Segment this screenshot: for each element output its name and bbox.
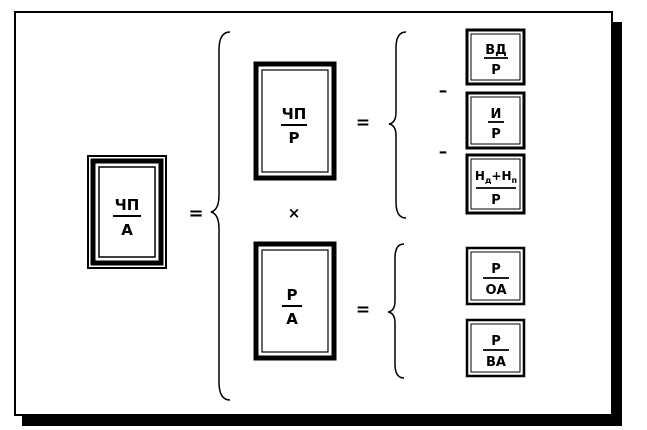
bottom-brace (387, 243, 405, 379)
item-vd-denominator: Р (491, 63, 501, 78)
top-numerator: ЧП (282, 105, 307, 123)
top-denominator: Р (289, 129, 300, 147)
item-p-va: Р ВА (465, 318, 526, 378)
main-brace (210, 31, 231, 401)
item-i-denominator: Р (491, 127, 501, 142)
item-vd-p: ВД Р (465, 28, 526, 86)
item-p-oa: Р ОА (465, 246, 526, 306)
minus-sign-1: – (439, 81, 448, 101)
multiply-sign: × (288, 204, 301, 222)
item-nd-np-numerator: Нд+Нп (475, 169, 517, 185)
item-va-denominator: ВА (486, 355, 506, 370)
bottom-equals: = (356, 300, 370, 320)
top-equals: = (356, 113, 370, 133)
root-numerator: ЧП (115, 196, 140, 214)
item-vd-numerator: ВД (485, 43, 507, 58)
minus-sign-2: – (439, 142, 448, 162)
top-brace (388, 31, 407, 219)
bottom-ratio-box: Р А (253, 241, 337, 361)
main-equals: = (188, 203, 203, 224)
item-nd-np-p: Нд+Нп Р (465, 153, 526, 215)
item-oa-numerator: Р (491, 262, 501, 277)
item-i-numerator: И (491, 107, 502, 122)
bottom-denominator: А (286, 310, 298, 328)
item-nd-np-denominator: Р (491, 193, 501, 208)
item-oa-denominator: ОА (485, 283, 506, 298)
bottom-numerator: Р (287, 286, 298, 304)
root-ratio-box: ЧП А (87, 155, 167, 269)
top-ratio-box: ЧП Р (253, 61, 337, 181)
item-va-numerator: Р (491, 334, 501, 349)
root-denominator: А (121, 221, 133, 239)
item-i-p: И Р (465, 91, 526, 150)
